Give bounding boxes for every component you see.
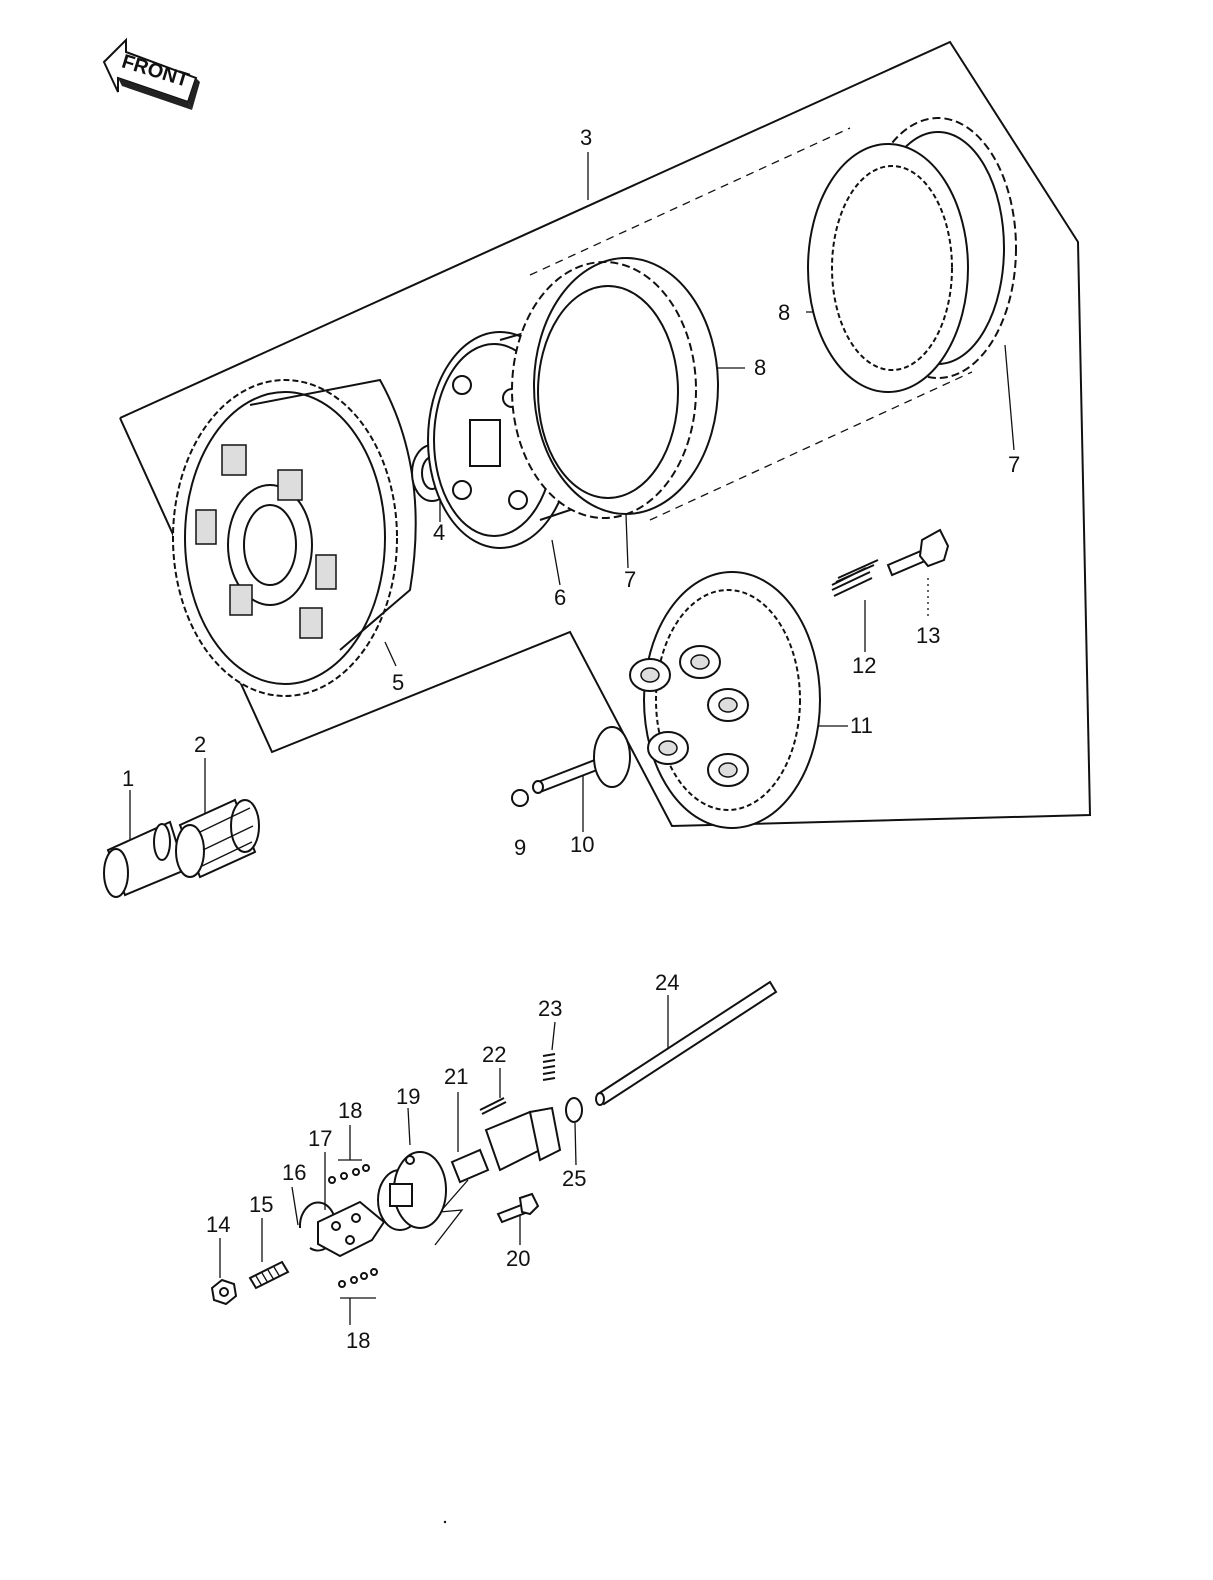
release-rod-part [595,980,778,1106]
adjusting-screw-part [248,1260,290,1290]
release-housing-part [377,1151,447,1231]
release-lever-part [450,1106,562,1184]
callout-15: 15 [249,1192,273,1217]
pressure-plate-part [629,571,821,829]
callout-21: 21 [444,1064,468,1089]
leader-lines [129,152,1015,1325]
spring-bolt-part [886,528,950,577]
needle-bearing-part [175,798,260,879]
lever-spring-part [542,1053,556,1081]
callout-3: 3 [580,125,592,150]
cotter-pin-part [479,1097,507,1115]
callout-16: 16 [282,1160,306,1185]
callout-18a: 18 [338,1098,362,1123]
callout-14: 14 [206,1212,230,1237]
release-holder-part [317,1200,386,1258]
callout-17: 17 [308,1126,332,1151]
callout-7b: 7 [1008,452,1020,477]
friction-plate-part [511,261,697,519]
release-balls-lower-part [338,1268,378,1288]
callout-7a: 7 [624,567,636,592]
circlip-part [298,1201,337,1252]
steel-plate-part [533,257,719,515]
callout-11: 11 [850,713,873,738]
callout-9: 9 [514,835,526,860]
release-balls-upper-part [328,1164,370,1184]
callout-24: 24 [655,970,679,995]
callout-19: 19 [396,1084,420,1109]
callout-23: 23 [538,996,562,1021]
callout-5: 5 [392,670,404,695]
plate-guide-lines [529,127,973,521]
lock-nut-part [210,1278,238,1306]
callout-8b: 8 [778,300,790,325]
stray-mark [443,1520,447,1524]
callout-8a: 8 [754,355,766,380]
callout-20: 20 [506,1246,530,1271]
callout-10: 10 [570,832,594,857]
assembly-outline [119,40,1092,828]
callout-18b: 18 [346,1328,370,1353]
callout-1: 1 [122,766,134,791]
callout-12: 12 [852,653,876,678]
steel-plate-right-part [807,143,969,393]
steel-ball-part [511,789,529,807]
callout-25: 25 [562,1166,586,1191]
push-rod-part [532,726,631,794]
o-ring-part [565,1097,583,1123]
clutch-housing-part [172,378,417,697]
front-arrow-icon: FRONT [102,37,200,110]
callout-4: 4 [433,520,445,545]
callout-labels: 1 2 3 4 5 6 7 7 8 8 9 10 11 12 13 14 15 … [122,125,1020,1353]
housing-bolt-part [496,1192,540,1224]
clutch-spring-part [831,559,879,597]
callout-22: 22 [482,1042,506,1067]
callout-13: 13 [916,623,940,648]
sleeve-part [103,820,187,898]
callout-6: 6 [554,585,566,610]
callout-2: 2 [194,732,206,757]
